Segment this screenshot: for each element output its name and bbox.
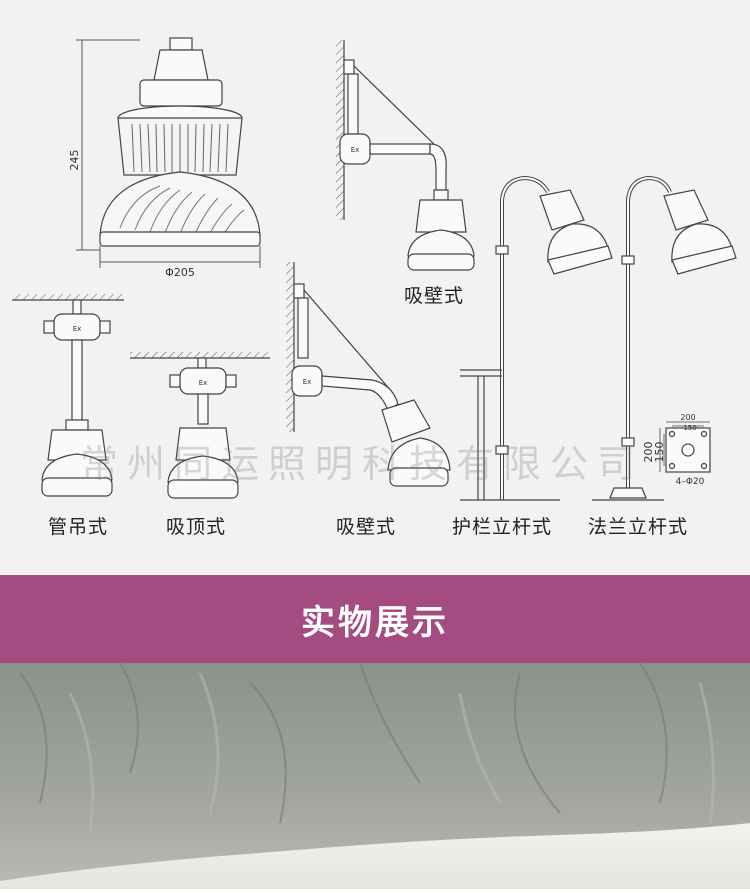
pipe-pendant-drawing	[12, 294, 124, 497]
dimension-lines	[76, 39, 261, 268]
diameter-dimension: Φ205	[165, 266, 195, 279]
flange-height-inner: 150	[653, 442, 666, 463]
label-wall-bottom: 吸壁式	[336, 516, 397, 538]
product-photo-svg	[0, 662, 750, 889]
banner-title: 实物展示	[301, 602, 449, 643]
label-railing-pole: 护栏立杆式	[452, 516, 553, 538]
flange-pole-drawing	[592, 175, 737, 501]
ex-mark-1: Ex	[73, 325, 82, 333]
label-flange-pole: 法兰立杆式	[588, 516, 689, 538]
company-watermark: 常州同运照明科技有限公司	[80, 442, 645, 486]
main-lamp-drawing	[99, 37, 261, 247]
ceiling-drawing	[130, 352, 270, 499]
flange-height-outer: 200	[642, 442, 655, 463]
mounting-diagram: 245 Φ205 Ex Ex	[0, 0, 750, 575]
ex-mark-4: Ex	[303, 378, 312, 386]
wall-bottom-drawing	[286, 262, 451, 487]
section-banner: 实物展示	[0, 575, 750, 663]
wall-top-drawing	[336, 40, 475, 271]
label-wall-top: 吸壁式	[404, 285, 465, 307]
flange-holes: 4–Φ20	[676, 477, 705, 487]
label-pipe-pendant: 管吊式	[48, 516, 109, 538]
ex-mark-2: Ex	[199, 379, 208, 387]
height-dimension: 245	[68, 150, 81, 171]
railing-pole-drawing	[460, 175, 613, 501]
product-photo	[0, 662, 750, 889]
label-ceiling: 吸顶式	[166, 516, 227, 538]
ex-mark-3: Ex	[351, 146, 360, 154]
flange-width-outer: 200	[680, 413, 695, 422]
mounting-diagram-svg: 245 Φ205 Ex Ex	[12, 37, 737, 501]
flange-width-inner: 150	[683, 424, 696, 432]
